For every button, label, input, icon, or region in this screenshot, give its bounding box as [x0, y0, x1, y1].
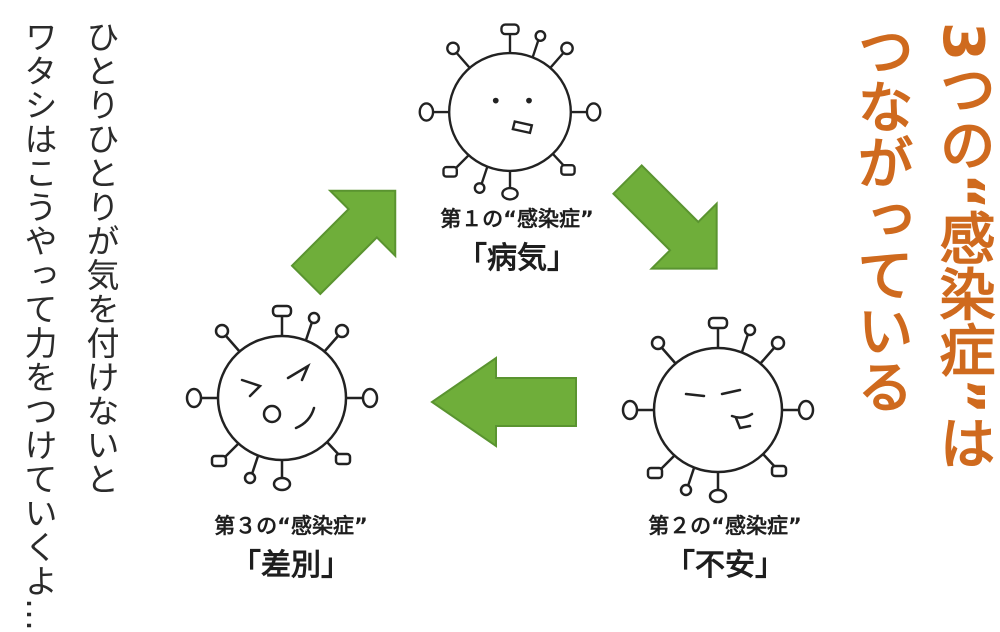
message-line-1: ひとりひとりが気を付けないと	[81, 20, 120, 496]
stage-2-label: 第２の“感染症” 「不安」	[620, 510, 830, 584]
virus-icon-stage-3	[185, 304, 379, 492]
title-column-1: 3つの“感染症”は	[930, 22, 995, 471]
stage-3-label: 第３の“感染症” 「差別」	[186, 510, 396, 584]
message-line-2: ワタシはこうやって力をつけていくよ…	[19, 20, 58, 632]
stage-1-caption: 第１の“感染症”	[440, 207, 594, 231]
arrow-icon-2-to-3	[430, 356, 577, 448]
arrow-icon-1-to-2	[612, 164, 718, 270]
stage-2-caption: 第２の“感染症”	[648, 514, 802, 538]
stage-3-name: 「差別」	[231, 548, 351, 583]
stage-3-caption: 第３の“感染症”	[214, 514, 368, 538]
arrow-icon-3-to-1	[290, 189, 397, 296]
title-column-2: つながっている	[848, 22, 913, 414]
stage-1-name: 「病気」	[457, 241, 577, 276]
virus-icon-stage-1	[418, 23, 602, 201]
stage-2-name: 「不安」	[665, 548, 785, 583]
stage-1-label: 第１の“感染症” 「病気」	[412, 203, 622, 277]
cycle-diagram	[185, 23, 815, 504]
virus-icon-stage-2	[621, 316, 815, 504]
